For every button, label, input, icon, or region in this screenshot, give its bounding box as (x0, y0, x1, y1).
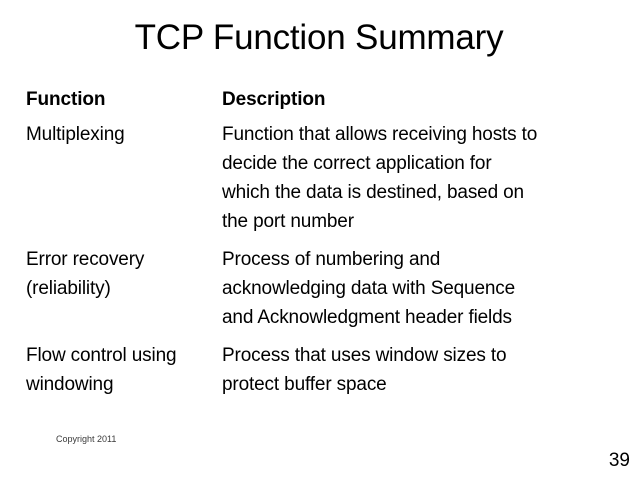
cell-line: Flow control using (26, 345, 177, 366)
table-row: Error recovery (reliability) Process of … (26, 245, 606, 332)
cell-line: acknowledging data with Sequence (222, 278, 516, 299)
cell-line: the port number (222, 211, 354, 232)
cell-line: (reliability) (26, 278, 111, 299)
tcp-function-table: Function Description Multiplexing Functi… (26, 88, 606, 399)
cell-line: and Acknowledgment header fields (222, 307, 512, 328)
column-header-description: Description (222, 89, 326, 110)
cell-line: Multiplexing (26, 124, 125, 145)
column-header-function: Function (26, 89, 106, 110)
cell-line: protect buffer space (222, 374, 387, 395)
page-number: 39 (608, 450, 630, 471)
cell-line: Process that uses window sizes to (222, 345, 507, 366)
cell-line: windowing (26, 374, 114, 395)
copyright-notice: Copyright 2011 (56, 434, 117, 444)
cell-description: Function that allows receiving hosts to … (222, 120, 606, 236)
cell-function: Multiplexing (26, 120, 222, 149)
cell-description: Process of numbering and acknowledging d… (222, 245, 606, 332)
cell-function: Flow control using windowing (26, 341, 222, 399)
cell-description: Process that uses window sizes to protec… (222, 341, 606, 399)
cell-line: Error recovery (26, 249, 145, 270)
cell-function: Error recovery (reliability) (26, 245, 222, 303)
table-row: Multiplexing Function that allows receiv… (26, 120, 606, 236)
cell-line: which the data is destined, based on (222, 182, 524, 203)
page-title: TCP Function Summary (134, 18, 504, 57)
cell-line: decide the correct application for (222, 153, 492, 174)
cell-line: Process of numbering and (222, 249, 441, 270)
table-header-row: Function Description (26, 88, 606, 112)
table-row: Flow control using windowing Process tha… (26, 341, 606, 399)
cell-line: Function that allows receiving hosts to (222, 124, 538, 145)
